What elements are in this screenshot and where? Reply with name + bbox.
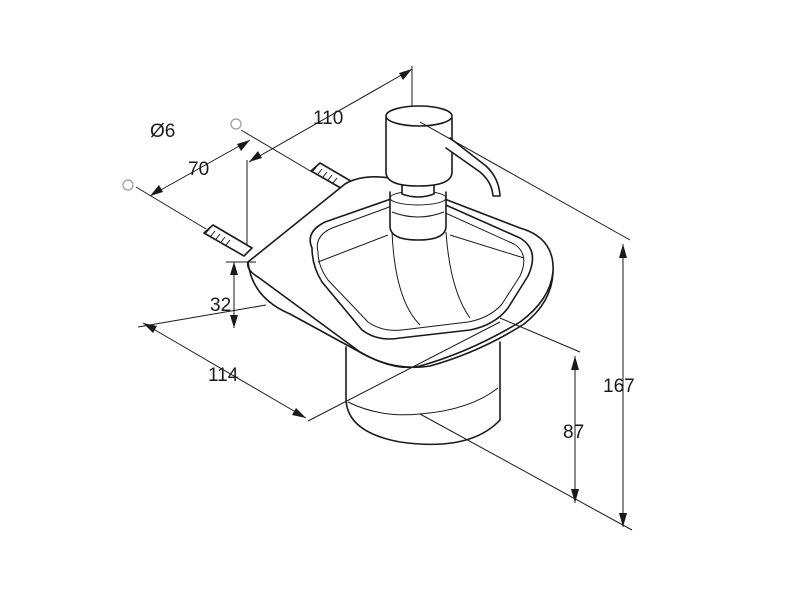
label-70: 70 [188,159,209,180]
label-114: 114 [208,365,239,386]
dimension-87 [499,317,581,503]
label-32: 32 [210,295,231,316]
label-87: 87 [563,422,584,443]
label-167: 167 [603,376,635,397]
dimension-114 [137,304,501,422]
wall-plug-left [203,224,253,257]
label-110: 110 [313,108,343,129]
dimension-167 [419,121,633,531]
dimension-110 [246,66,413,253]
hole-marker-right [230,118,242,130]
dimension-70 [135,129,313,230]
hole-marker-left [122,179,134,191]
dimension-32 [226,261,256,328]
label-diameter: Ø6 [150,121,175,142]
soap-pump [385,105,501,241]
